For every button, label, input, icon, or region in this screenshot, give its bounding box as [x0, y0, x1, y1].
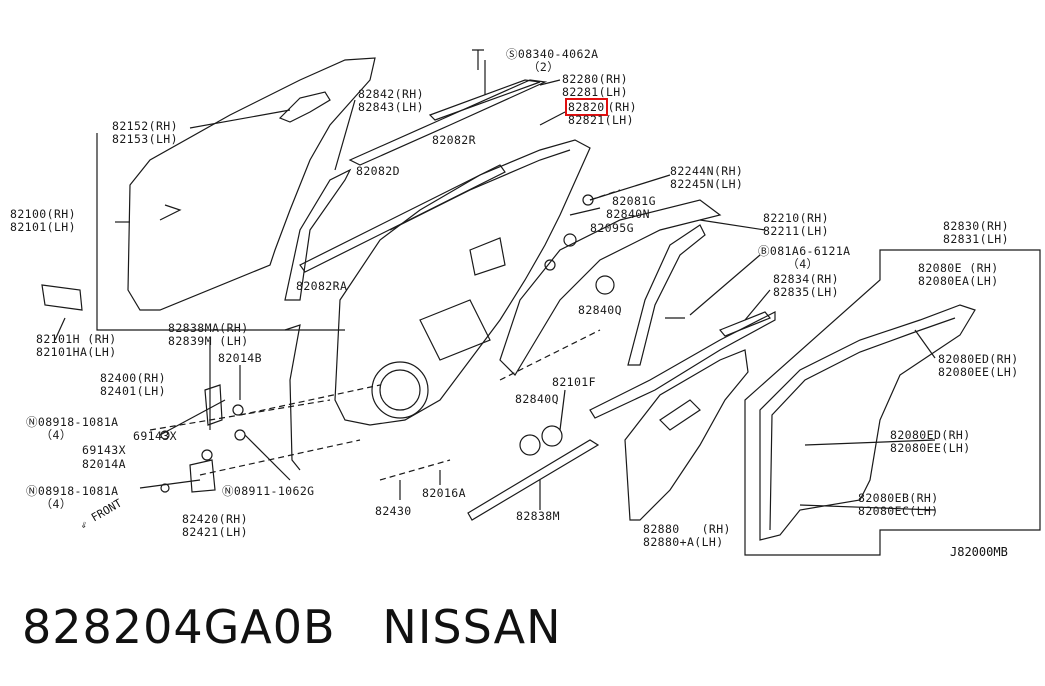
door-inner-frame	[334, 139, 591, 426]
callout-c29: Ⓝ08911-1062G	[222, 484, 315, 498]
callout-c14: 82830(RH) 82831(LH)	[943, 219, 1009, 246]
callout-c10: 82081G	[612, 194, 656, 208]
callout-c32: 82840Q	[515, 392, 559, 406]
callout-c04: 82842(RH) 82843(LH)	[358, 87, 424, 114]
callout-c05: 82082R	[432, 133, 476, 147]
callout-c25: 69143X	[133, 429, 177, 443]
callout-c08: 82100(RH) 82101(LH)	[10, 207, 76, 234]
door-handle-recess	[278, 91, 331, 123]
belt-weatherstrip	[299, 164, 506, 273]
callout-c27: 82014A	[82, 457, 126, 471]
callout-c16: 82834(RH) 82835(LH)	[773, 272, 839, 299]
callout-c18: 82082RA	[296, 279, 348, 293]
brand-name: NISSAN	[382, 600, 562, 654]
callout-c23: 82400(RH) 82401(LH)	[100, 371, 166, 398]
weatherstrip	[759, 304, 976, 541]
callout-c01: Ⓢ08340-4062A （2）	[506, 47, 599, 74]
callout-c03: 82820(RH) 82821(LH)	[565, 98, 637, 127]
check-link	[284, 324, 301, 471]
callout-c06: 82152(RH) 82153(LH)	[112, 119, 178, 146]
callout-c17: 82080E (RH) 82080EA(LH)	[918, 261, 999, 288]
callout-c31: 82101F	[552, 375, 596, 389]
diagram-code: J82000MB	[950, 545, 1008, 559]
door-outer-panel	[127, 57, 376, 311]
callout-c07: 82082D	[356, 164, 400, 178]
lower-sash	[589, 311, 776, 419]
footer-caption: 828204GA0B NISSAN	[22, 600, 562, 654]
callout-c35: 82430	[375, 504, 412, 518]
callout-c11: 82840N	[606, 207, 650, 221]
callout-c15: Ⓑ081A6-6121A （4）	[758, 244, 851, 271]
callout-c28: Ⓝ08918-1081A （4）	[26, 484, 119, 511]
callout-c22: 82014B	[218, 351, 262, 365]
callout-c37: 82838M	[516, 509, 560, 523]
callout-c38: 82880 (RH) 82880+A(LH)	[643, 522, 731, 549]
callout-c36: 82016A	[422, 486, 466, 500]
door-exploded-view	[41, 49, 1041, 556]
sash-molding	[284, 168, 352, 301]
door-trim-panel	[624, 349, 749, 521]
callout-c20: 82101H (RH) 82101HA(LH)	[36, 332, 117, 359]
callout-c39: 82080EB(RH) 82080EC(LH)	[858, 491, 939, 518]
belt-molding-upper	[348, 79, 548, 166]
callout-c24: Ⓝ08918-1081A （4）	[26, 415, 119, 442]
parts-diagram: Ⓢ08340-4062A （2） 82280(RH) 82281(LH) 828…	[10, 47, 1041, 556]
highlighted-part-82820: 82820	[565, 98, 608, 116]
callout-c33: 82080ED(RH) 82080EE(LH)	[938, 352, 1019, 379]
upper-hinge	[204, 384, 223, 426]
callout-c19: 82840Q	[578, 303, 622, 317]
callout-c26: 69143X	[82, 443, 126, 457]
callout-c30: 82420(RH) 82421(LH)	[182, 512, 248, 539]
lower-molding	[467, 439, 600, 521]
callout-c12: 82095G	[590, 221, 634, 235]
callout-c02: 82280(RH) 82281(LH)	[562, 72, 628, 99]
glass-run-channel	[627, 224, 706, 366]
callout-c13: 82210(RH) 82211(LH)	[763, 211, 829, 238]
callout-c21: 82838MA(RH) 82839M (LH)	[168, 321, 249, 348]
lower-hinge	[189, 459, 216, 493]
weatherstrip-box	[744, 249, 1041, 556]
callout-c09: 82244N(RH) 82245N(LH)	[670, 164, 744, 191]
part-number: 828204GA0B	[22, 600, 336, 654]
callout-c34: 82080ED(RH) 82080EE(LH)	[890, 428, 971, 455]
sash-frame	[499, 199, 722, 376]
